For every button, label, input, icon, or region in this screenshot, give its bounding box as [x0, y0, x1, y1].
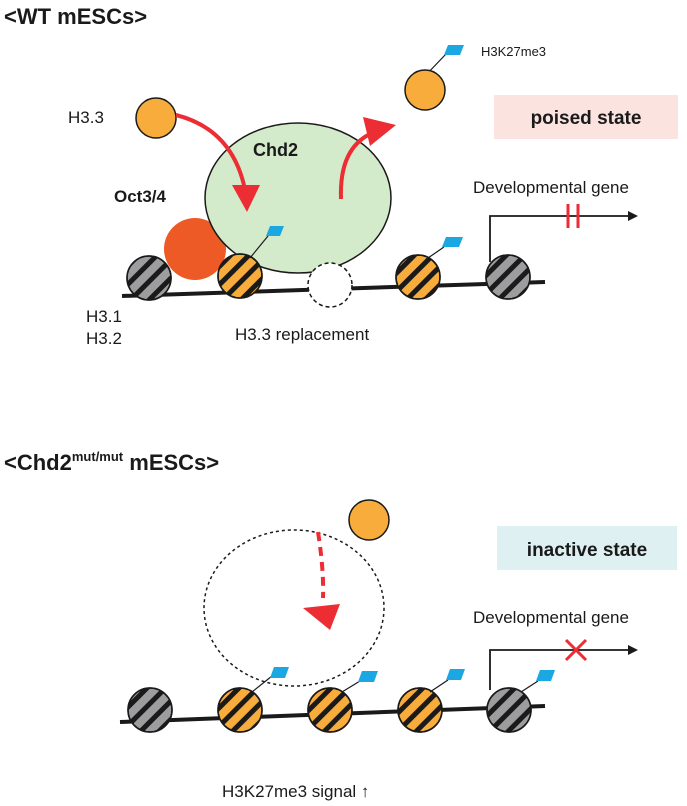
- h3k27me3-flag-icon: [520, 670, 555, 693]
- double-bar-icon: [566, 204, 580, 228]
- mut-nucleosome-h33: [397, 687, 443, 733]
- h3k27me3-signal-label: H3K27me3 signal ↑: [222, 782, 369, 801]
- free-h33-histone: [348, 499, 390, 541]
- mut-nucleosome-h31: [127, 687, 173, 733]
- mut-nucleosome-h33: [307, 687, 353, 733]
- mut-nucleosome-h31: [486, 687, 532, 733]
- chd2-complex: [204, 122, 392, 274]
- wt-developmental-gene-label: Developmental gene: [473, 178, 629, 197]
- mut-developmental-gene-label: Developmental gene: [473, 608, 629, 627]
- wt-nucleosome-h33: [395, 254, 441, 300]
- mut-nucleosome-h33: [217, 687, 263, 733]
- wt-panel: <WT mESCs>: [4, 4, 678, 348]
- wt-panel-title: <WT mESCs>: [4, 4, 147, 29]
- h3k27me3-flag-icon: [427, 237, 463, 259]
- h3k27me3-flag-icon: [429, 669, 465, 693]
- mut-panel-title: <Chd2mut/mut mESCs>: [4, 449, 219, 475]
- poised-state-label: poised state: [531, 108, 642, 129]
- h3k27me3-label: H3K27me3: [481, 44, 546, 59]
- h3k27me3-flag-icon: [341, 671, 378, 693]
- failed-incorporation-arrow: [303, 531, 340, 630]
- wt-nucleosome-h33: [217, 253, 263, 299]
- h31-label: H3.1: [86, 307, 122, 326]
- absent-chd2-outline: [203, 529, 385, 687]
- wt-tss-arrow: [489, 211, 638, 262]
- released-h33-histone: [404, 69, 446, 111]
- wt-empty-nucleosome-slot: [307, 262, 353, 308]
- poised-state-badge: [494, 95, 678, 139]
- h32-label: H3.2: [86, 329, 122, 348]
- h3k27me3-flag-icon: [249, 226, 284, 259]
- h33-label: H3.3: [68, 108, 104, 127]
- inactive-state-label: inactive state: [527, 540, 647, 561]
- free-h33-histone: [135, 97, 177, 139]
- mut-panel: <Chd2mut/mut mESCs>: [4, 449, 677, 801]
- h3k27me3-flag-icon: [251, 667, 289, 693]
- wt-nucleosome-h31: [126, 255, 172, 301]
- red-x-icon: [564, 638, 588, 662]
- mut-tss-arrow: [489, 645, 638, 690]
- inactive-state-badge: [497, 526, 677, 570]
- h33-eviction-arrow: [338, 117, 396, 200]
- h33-replacement-label: H3.3 replacement: [235, 325, 369, 344]
- h33-incorporation-arrow: [175, 113, 260, 212]
- oct34-label: Oct3/4: [114, 187, 167, 206]
- wt-nucleosome-h31: [485, 254, 531, 300]
- oct34-factor: [164, 218, 226, 280]
- chd2-label: Chd2: [253, 140, 298, 160]
